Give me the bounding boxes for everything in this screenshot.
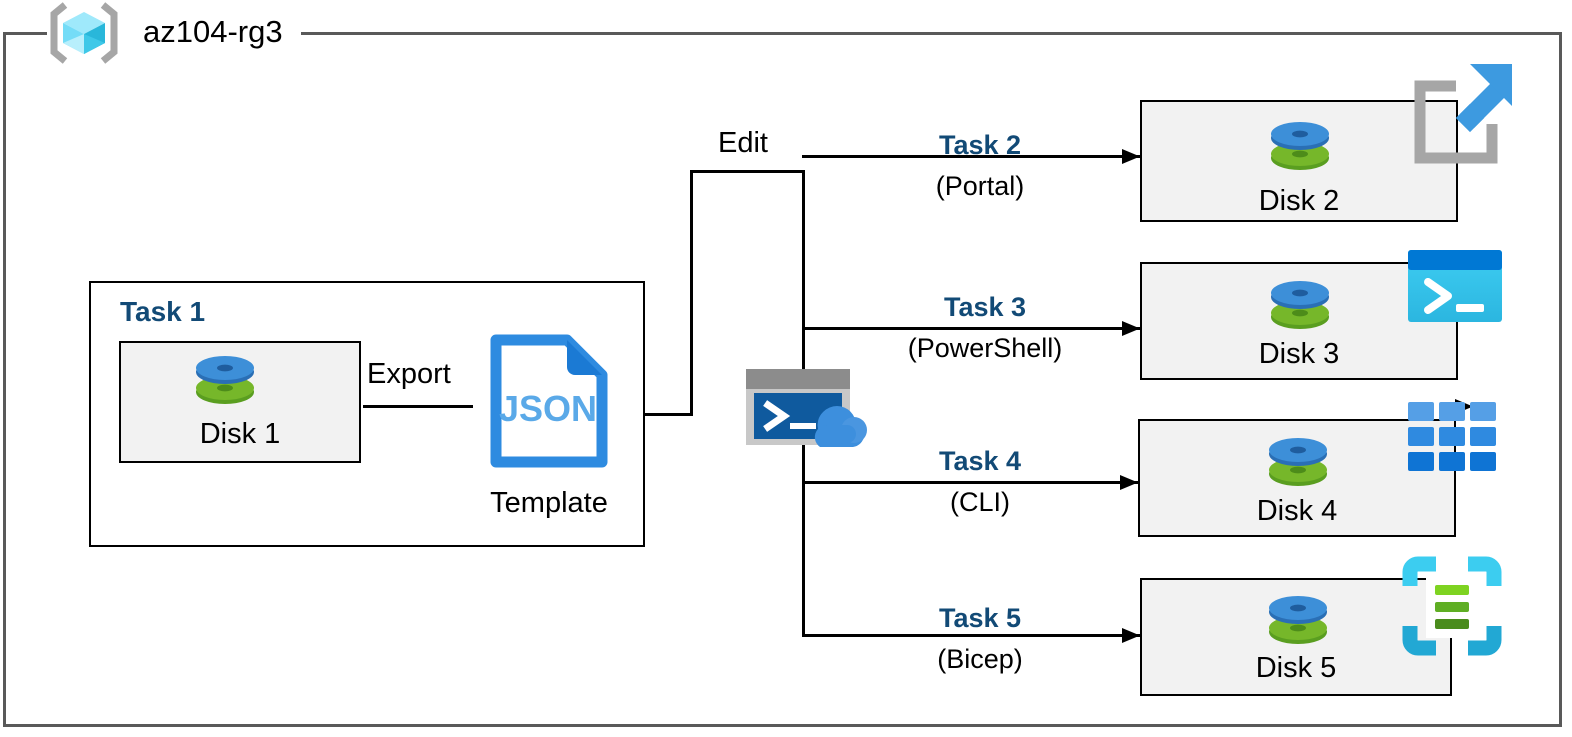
bicep-icon — [1402, 556, 1502, 656]
resource-group-frame-top-left — [3, 32, 47, 35]
edit-label: Edit — [718, 127, 768, 159]
disk2-label: Disk 2 — [1258, 185, 1340, 217]
task3-tool: (PowerShell) — [907, 333, 1063, 363]
json-file-icon: JSON — [489, 333, 609, 469]
task5-arrow-line — [802, 634, 1140, 637]
task2-arrow-line — [802, 155, 1140, 158]
task2-tool: (Portal) — [935, 171, 1025, 201]
resource-group-frame-left — [3, 32, 6, 727]
resource-group-frame-top-right — [301, 32, 1562, 35]
edit-line-to-trunk — [690, 170, 805, 173]
edit-line-from-template — [645, 413, 693, 416]
export-arrow-label: Export — [367, 358, 451, 390]
task4-tool: (CLI) — [950, 487, 1010, 517]
edit-line-riser — [690, 170, 693, 416]
disk3-label: Disk 3 — [1258, 338, 1340, 370]
disk5-label: Disk 5 — [1255, 652, 1337, 684]
managed-disk-icon — [1266, 434, 1330, 496]
managed-disk-icon — [1268, 118, 1332, 180]
svg-text:JSON: JSON — [499, 388, 597, 429]
template-caption: Template — [490, 487, 608, 519]
managed-disk-icon — [1268, 277, 1332, 339]
resource-group-frame-right — [1559, 32, 1562, 727]
azure-cloud-shell-icon — [744, 367, 868, 451]
resource-group-frame-bottom — [3, 724, 1562, 727]
task4-arrow-line — [802, 481, 1138, 484]
task1-title: Task 1 — [120, 296, 206, 327]
task3-name: Task 3 — [943, 292, 1027, 322]
task2-name: Task 2 — [938, 130, 1022, 160]
resource-group-name: az104-rg3 — [143, 14, 283, 49]
azure-resource-group-icon — [48, 2, 120, 64]
managed-disk-icon — [193, 352, 257, 414]
disk1-label: Disk 1 — [199, 418, 281, 450]
powershell-icon — [1408, 250, 1502, 322]
managed-disk-icon — [1266, 592, 1330, 654]
task3-arrow-line — [802, 327, 1140, 330]
task5-name: Task 5 — [938, 603, 1022, 633]
disk4-label: Disk 4 — [1256, 495, 1338, 527]
azure-portal-icon — [1408, 62, 1518, 172]
azure-cli-icon — [1408, 402, 1496, 472]
task5-tool: (Bicep) — [937, 644, 1023, 674]
export-arrow-line — [363, 405, 473, 408]
task4-name: Task 4 — [938, 446, 1022, 476]
